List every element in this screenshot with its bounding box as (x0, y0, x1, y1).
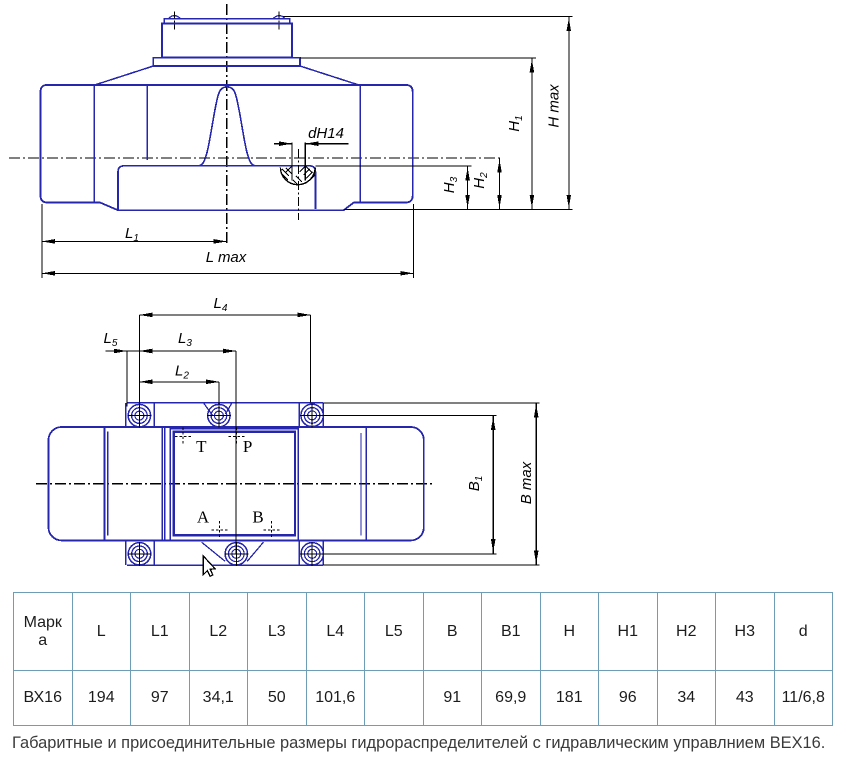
svg-text:B1: B1 (466, 476, 485, 492)
svg-text:T: T (196, 437, 207, 456)
svg-text:H1: H1 (506, 115, 525, 131)
svg-text:L5: L5 (104, 330, 118, 349)
svg-text:B max: B max (518, 461, 535, 504)
svg-text:H3: H3 (441, 176, 460, 193)
svg-text:dH14: dH14 (308, 125, 344, 142)
svg-text:B: B (252, 508, 263, 527)
svg-text:L max: L max (206, 249, 247, 266)
svg-text:L3: L3 (178, 330, 192, 349)
svg-text:L4: L4 (214, 295, 228, 314)
svg-text:P: P (243, 437, 252, 456)
svg-text:L1: L1 (125, 225, 139, 244)
svg-text:H max: H max (546, 84, 563, 128)
svg-text:L2: L2 (175, 363, 189, 382)
svg-text:H2: H2 (471, 172, 490, 189)
svg-text:A: A (197, 508, 210, 527)
